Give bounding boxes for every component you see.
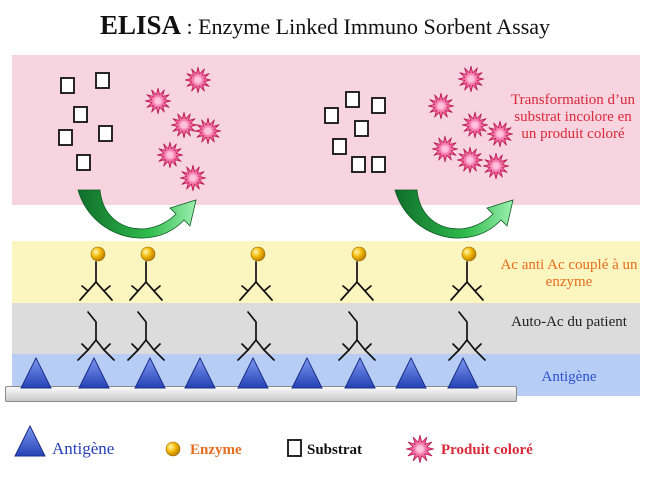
colored-product-star: [156, 141, 184, 169]
enzyme-ball: [250, 246, 266, 262]
label-patient-antibody: Auto-Ac du patient: [511, 314, 627, 330]
legend-enzyme-label: Enzyme: [190, 442, 242, 458]
colored-product-star: [170, 111, 198, 139]
title-main: ELISA: [99, 10, 181, 40]
substrate-square: [371, 97, 386, 114]
antigen-triangle: [184, 356, 216, 389]
substrate-square: [345, 91, 360, 108]
legend-produit-label: Produit coloré: [441, 442, 533, 458]
enzyme-ball: [461, 246, 477, 262]
substrate-square: [60, 77, 75, 94]
antigen-triangle: [395, 356, 427, 389]
legend-antigen-icon: [14, 424, 46, 457]
antigen-triangle: [344, 356, 376, 389]
legend-produit-icon: [405, 434, 435, 464]
antigen-triangle: [291, 356, 323, 389]
colored-product-star: [144, 87, 172, 115]
colored-product-star: [482, 152, 510, 180]
substrate-square: [324, 107, 339, 124]
antibody-stack: [127, 261, 165, 361]
legend-enzyme-icon: [165, 441, 181, 457]
substrate-square: [371, 156, 386, 173]
label-transformation: Transformation d’un substrat incolore en…: [510, 92, 636, 142]
enzyme-ball: [351, 246, 367, 262]
antigen-triangle: [237, 356, 269, 389]
layer-substrate-transformation: [12, 55, 640, 205]
antigen-triangle: [134, 356, 166, 389]
enzyme-ball: [140, 246, 156, 262]
antibody-stack: [77, 261, 115, 361]
legend-substrat-label: Substrat: [307, 442, 363, 458]
title-sub: : Enzyme Linked Immuno Sorbent Assay: [180, 14, 551, 39]
colored-product-star: [461, 111, 489, 139]
substrate-square: [76, 154, 91, 171]
colored-product-star: [179, 164, 207, 192]
substrate-square: [351, 156, 366, 173]
colored-product-star: [194, 117, 222, 145]
legend-substrat-icon: [287, 439, 302, 457]
transformation-arrow-left: [77, 189, 197, 239]
layer-secondary-antibody: [12, 241, 640, 303]
antigen-triangle: [78, 356, 110, 389]
page-title: ELISA : Enzyme Linked Immuno Sorbent Ass…: [0, 10, 650, 41]
colored-product-star: [456, 146, 484, 174]
antigen-triangle: [447, 356, 479, 389]
antibody-stack: [338, 261, 376, 361]
layer-patient-autoantibody: [12, 303, 640, 354]
colored-product-star: [184, 66, 212, 94]
substrate-square: [58, 129, 73, 146]
transformation-arrow-right: [394, 189, 514, 239]
antibody-stack: [448, 261, 486, 361]
antibody-stack: [237, 261, 275, 361]
substrate-square: [332, 138, 347, 155]
substrate-square: [95, 72, 110, 89]
enzyme-ball: [90, 246, 106, 262]
colored-product-star: [431, 135, 459, 163]
label-antigen: Antigène: [541, 369, 597, 385]
antigen-triangle: [20, 356, 52, 389]
legend-antigen-label: Antigène: [52, 439, 115, 458]
substrate-square: [73, 106, 88, 123]
colored-product-star: [486, 120, 514, 148]
colored-product-star: [427, 92, 455, 120]
colored-product-star: [457, 65, 485, 93]
label-secondary-antibody: Ac anti Ac couplé à un enzyme: [500, 257, 638, 290]
substrate-square: [354, 120, 369, 137]
substrate-square: [98, 125, 113, 142]
